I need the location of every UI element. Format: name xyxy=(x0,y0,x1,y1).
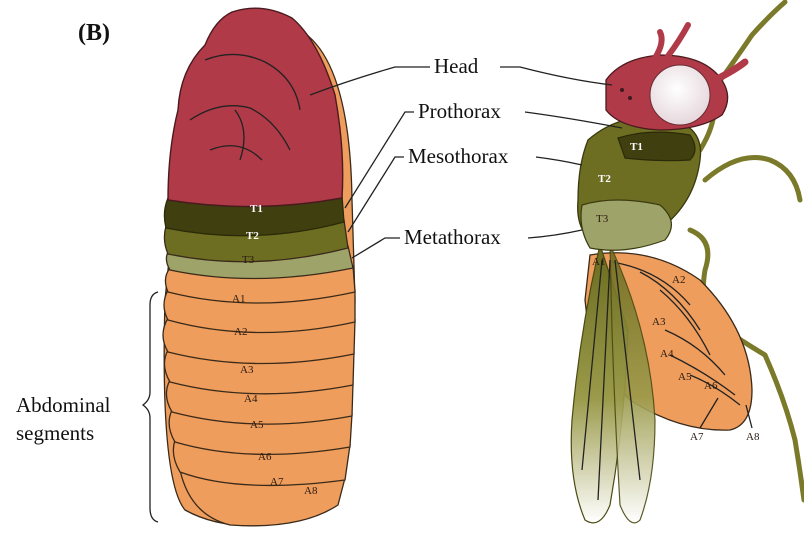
fly-leg-middle-upper xyxy=(705,158,800,201)
larva-label-a6: A6 xyxy=(258,451,272,463)
larva-label-t3: T3 xyxy=(242,254,255,266)
larva-label-a8: A8 xyxy=(304,485,318,497)
label-head: Head xyxy=(434,54,479,78)
leader-metathorax-larva xyxy=(352,238,400,258)
larva: T1 T2 T3 A1 A2 A3 A4 A5 A6 A7 A8 xyxy=(143,8,355,526)
fly-label-a8: A8 xyxy=(746,431,760,443)
leader-metathorax-fly xyxy=(528,230,582,238)
larva-label-t2: T2 xyxy=(246,230,259,242)
leader-mesothorax-fly xyxy=(536,157,582,165)
label-prothorax: Prothorax xyxy=(418,99,501,123)
leader-head-fly xyxy=(500,67,612,85)
larva-label-a7: A7 xyxy=(270,476,284,488)
leader-prothorax-fly xyxy=(525,112,622,128)
fly-label-a6: A6 xyxy=(704,380,718,392)
fly-label-a7: A7 xyxy=(690,431,704,443)
label-segments: segments xyxy=(16,421,94,445)
fly-ocellus-2 xyxy=(628,96,632,100)
fly-label-a2: A2 xyxy=(672,274,685,286)
fly-antenna xyxy=(655,25,688,58)
abdominal-bracket xyxy=(143,292,158,522)
larva-head xyxy=(168,8,343,206)
fly-label-a5: A5 xyxy=(678,371,692,383)
adult-fly: T1 T2 T3 A1 A2 A3 A4 A5 A6 A7 A8 xyxy=(571,2,804,523)
fly-label-t3: T3 xyxy=(596,213,609,225)
larva-label-a1: A1 xyxy=(232,293,245,305)
fly-label-t1: T1 xyxy=(630,141,643,153)
leader-prothorax-larva xyxy=(345,112,414,208)
fly-thorax-t3 xyxy=(581,200,671,250)
fly-label-a1: A1 xyxy=(592,256,605,268)
fly-label-a4: A4 xyxy=(660,348,674,360)
larva-label-a3: A3 xyxy=(240,364,254,376)
label-mesothorax: Mesothorax xyxy=(408,144,509,168)
fly-compound-eye xyxy=(650,65,710,125)
fly-ocellus-1 xyxy=(620,88,624,92)
larva-label-a2: A2 xyxy=(234,326,247,338)
leader-mesothorax-larva xyxy=(348,157,404,232)
panel-label: (B) xyxy=(78,20,110,46)
larva-label-t1: T1 xyxy=(250,203,263,215)
larva-label-a5: A5 xyxy=(250,419,264,431)
label-metathorax: Metathorax xyxy=(404,225,501,249)
label-abdominal: Abdominal xyxy=(16,393,111,417)
fly-label-a3: A3 xyxy=(652,316,666,328)
fly-label-t2: T2 xyxy=(598,173,611,185)
larva-label-a4: A4 xyxy=(244,393,258,405)
